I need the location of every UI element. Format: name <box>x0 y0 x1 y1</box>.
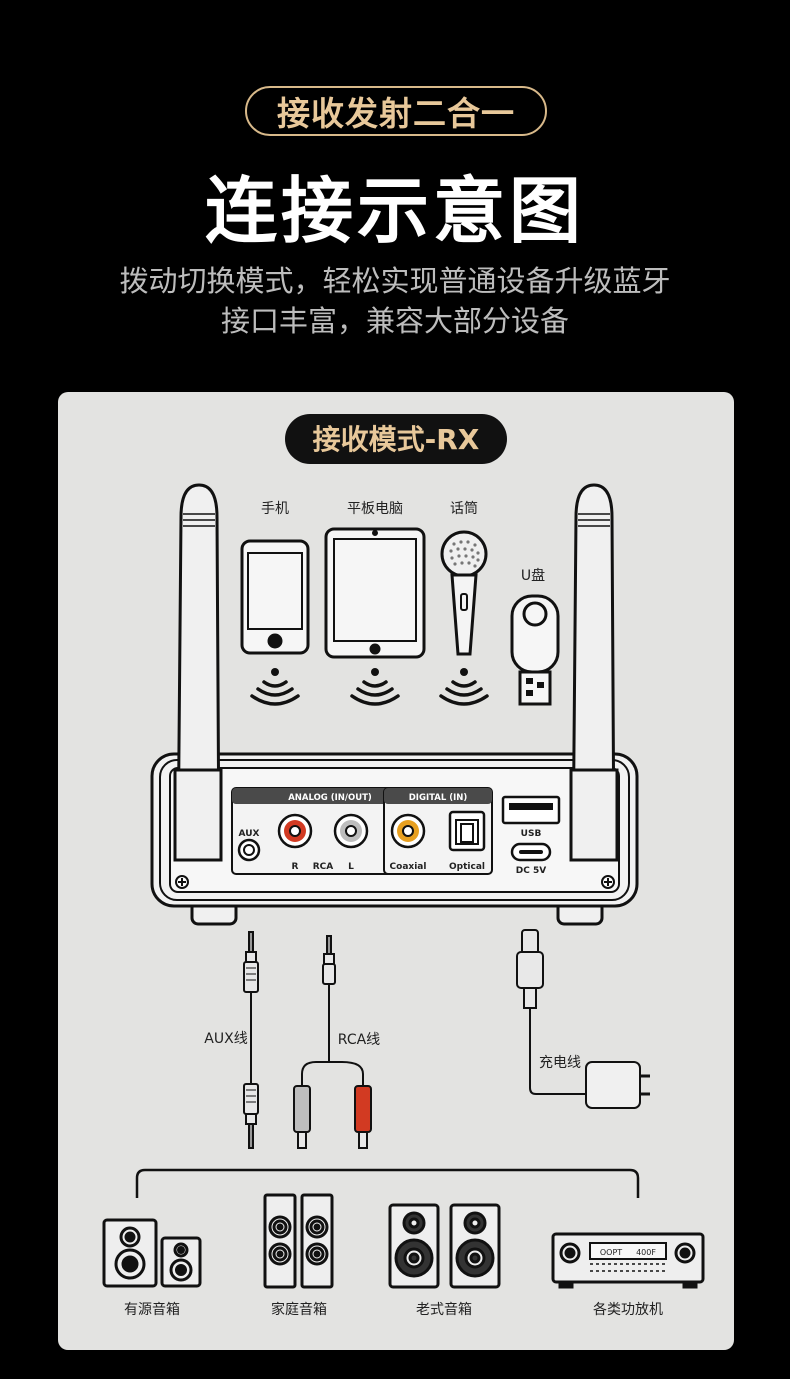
active-speaker-label: 有源音箱 <box>124 1301 180 1318</box>
tablet-label: 平板电脑 <box>347 501 403 517</box>
microphone-icon <box>440 530 488 656</box>
coaxial-label: Coaxial <box>390 862 427 872</box>
amp-display-left: OOPT <box>600 1248 622 1257</box>
rca-left-port[interactable] <box>333 813 369 849</box>
dc-port[interactable] <box>510 842 552 862</box>
rca-cable-label: RCA线 <box>338 1032 380 1048</box>
phone-label: 手机 <box>261 501 289 517</box>
output-bracket <box>135 1168 640 1198</box>
aux-port-label: AUX <box>239 829 260 839</box>
rx-mode-label: 接收模式-RX <box>313 423 480 456</box>
phone-signal-icon <box>250 668 300 706</box>
udisk-icon <box>510 594 560 706</box>
rca-r-label: R <box>292 862 299 872</box>
rx-mode-badge: 接收模式-RX <box>285 414 507 464</box>
usb-port[interactable] <box>501 795 561 825</box>
aux-cable-label: AUX线 <box>204 1031 247 1047</box>
subtitle-line-1: 拨动切换模式，轻松实现普通设备升级蓝牙 <box>119 264 671 298</box>
rca-right-port[interactable] <box>277 813 313 849</box>
usb-label: USB <box>521 829 542 839</box>
subtitle-line-2: 接口丰富，兼容大部分设备 <box>220 304 569 338</box>
mic-label: 话筒 <box>450 500 478 517</box>
home-speaker-icon <box>263 1193 334 1289</box>
coaxial-port[interactable] <box>390 813 426 849</box>
rca-l-label: L <box>348 862 354 872</box>
charge-cable-label: 充电线 <box>539 1055 581 1071</box>
amp-display-right: 400F <box>636 1248 656 1257</box>
rca-label: RCA <box>313 862 334 872</box>
udisk-label: U盘 <box>521 567 545 584</box>
digital-header: DIGITAL (IN) <box>409 793 468 803</box>
optical-label: Optical <box>449 862 485 872</box>
analog-header: ANALOG (IN/OUT) <box>288 793 372 803</box>
phone-icon <box>240 539 310 655</box>
digital-panel: DIGITAL (IN) Coaxial Optical <box>383 787 493 875</box>
screw-icon <box>175 875 189 889</box>
vintage-speaker-label: 老式音箱 <box>416 1301 472 1318</box>
amplifier-icon <box>551 1232 705 1289</box>
home-speaker-label: 家庭音箱 <box>271 1301 327 1318</box>
rca-cable-icon <box>293 935 372 1149</box>
page-title: 连接示意图 <box>204 169 585 253</box>
antenna-left <box>173 483 223 862</box>
vintage-speaker-icon <box>388 1203 501 1289</box>
antenna-right <box>569 483 619 862</box>
diagram-card: 接收模式-RX 手机 平板电脑 话筒 U盘 <box>58 392 734 1350</box>
connection-diagram: 接收模式-RX 手机 平板电脑 话筒 U盘 <box>102 414 705 1318</box>
tablet-icon <box>324 527 426 659</box>
active-speaker-icon <box>102 1218 202 1288</box>
optical-port[interactable] <box>448 810 486 852</box>
screw-icon <box>601 875 615 889</box>
mode-badge-top: 接收发射二合一 <box>245 86 547 136</box>
amplifier-label: 各类功放机 <box>593 1302 663 1318</box>
tablet-signal-icon <box>350 668 400 706</box>
aux-cable-icon <box>243 931 259 1149</box>
aux-port[interactable] <box>237 838 261 862</box>
charge-cable-icon <box>516 929 650 1109</box>
analog-panel: ANALOG (IN/OUT) AUX R RCA L <box>231 787 429 875</box>
dc-label: DC 5V <box>516 866 546 876</box>
mic-signal-icon <box>439 668 489 706</box>
